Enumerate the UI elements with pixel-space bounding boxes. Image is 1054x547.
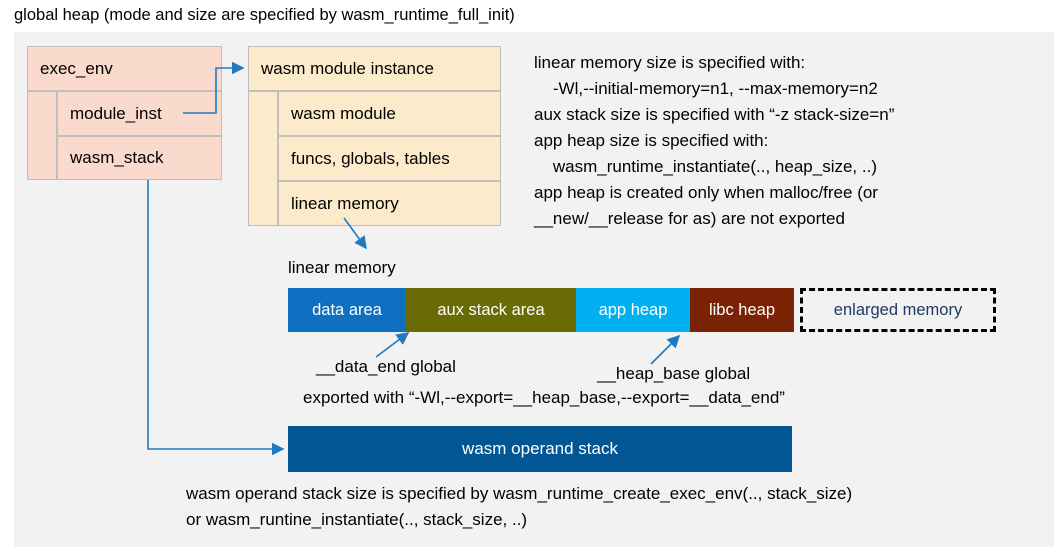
memory-segment-label: data area (312, 300, 382, 319)
funcs-globals-tables-label: funcs, globals, tables (291, 148, 450, 168)
module-instance-header: wasm module instance (248, 46, 501, 91)
wasm-module-label: wasm module (291, 103, 396, 123)
wasm-operand-stack-bar: wasm operand stack (288, 426, 792, 472)
wasm-operand-stack-label: wasm operand stack (462, 439, 618, 458)
linear-memory-notes: linear memory size is specified with: -W… (534, 53, 895, 228)
memory-segment-libc-heap: libc heap (690, 288, 794, 332)
wasm-module-instance-box: wasm module instance wasm module funcs, … (248, 46, 501, 226)
memory-segment-label: aux stack area (437, 300, 545, 319)
linear-memory-bar: data area aux stack area app heap libc heap… (288, 288, 996, 332)
linear-memory-bar-label: linear memory (288, 258, 396, 277)
page-title: global heap (mode and size are specified… (14, 6, 515, 24)
module-inst-label: module_inst (70, 103, 162, 123)
module-instance-row-wasm-module: wasm module (278, 91, 501, 136)
exported-annotation: exported with “-Wl,--export=__heap_base,… (303, 388, 785, 407)
operand-stack-notes: wasm operand stack size is specified by … (186, 484, 853, 529)
memory-segment-aux-stack-area: aux stack area (406, 288, 576, 332)
memory-segment-label: libc heap (708, 300, 776, 319)
exec-env-box: exec_env module_inst wasm_stack (27, 46, 222, 180)
module-instance-gutter (248, 91, 278, 226)
exec-env-row-wasm-stack: wasm_stack (57, 136, 222, 180)
data-end-annotation: __data_end global (316, 357, 456, 376)
memory-segment-label: app heap (598, 300, 668, 319)
module-instance-header-label: wasm module instance (261, 58, 434, 78)
linear-memory-label: linear memory (291, 193, 399, 213)
exec-env-gutter (27, 91, 57, 180)
module-instance-row-linear-memory: linear memory (278, 181, 501, 226)
exec-env-header-label: exec_env (40, 58, 113, 78)
exec-env-row-module-inst: module_inst (57, 91, 222, 136)
exec-env-header: exec_env (27, 46, 222, 91)
wasm-stack-label: wasm_stack (70, 148, 164, 167)
memory-segment-label: enlarged memory (833, 300, 963, 319)
module-instance-row-funcs-globals-tables: funcs, globals, tables (278, 136, 501, 181)
memory-segment-data-area: data area (288, 288, 406, 332)
heap-base-annotation: __heap_base global (597, 364, 751, 383)
memory-segment-app-heap: app heap (576, 288, 690, 332)
memory-segment-enlarged-memory: enlarged memory (800, 288, 996, 332)
